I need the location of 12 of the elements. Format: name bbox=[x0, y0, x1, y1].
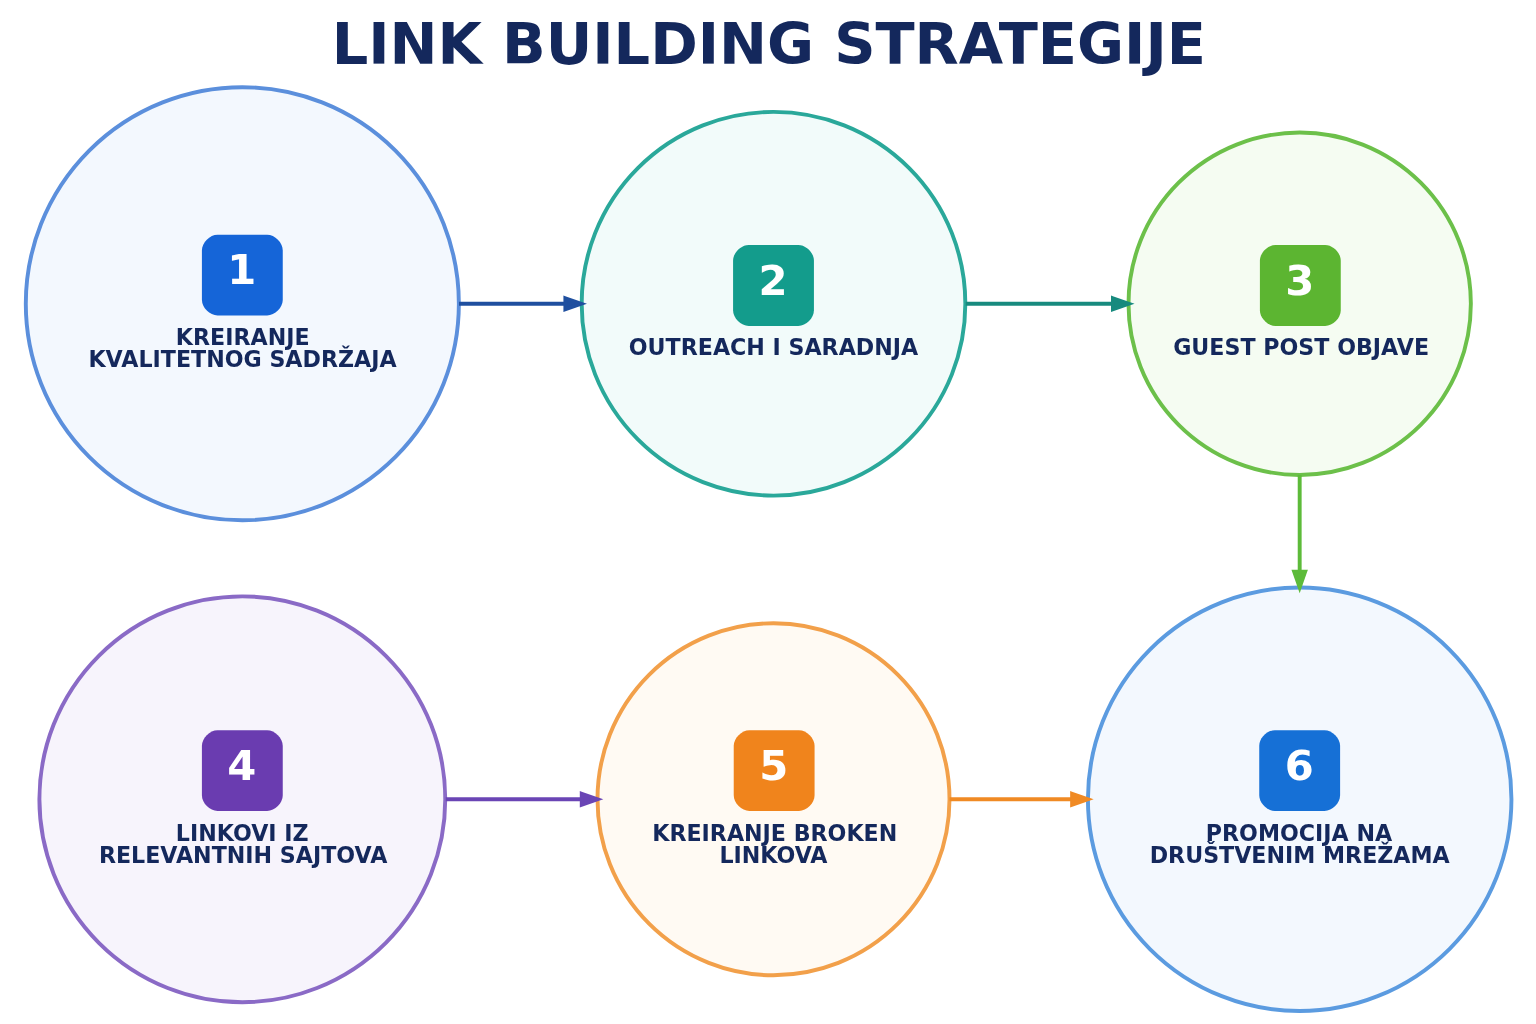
arrow bbox=[965, 295, 1135, 312]
node-circle: 5 KREIRANJE BROKEN LINKOVA bbox=[595, 620, 951, 977]
diagram-title: LINK BUILDING STRATEGIJE bbox=[331, 10, 1206, 78]
arrow bbox=[445, 790, 603, 807]
arrow bbox=[949, 790, 1094, 807]
node-circle: 4 LINKOVI IZ RELEVANTNIH SAJTOVA bbox=[36, 593, 447, 1004]
node-circle: 2 OUTREACH I SARADNJA bbox=[579, 109, 967, 498]
node-circle: 6 PROMOCIJA NA DRUŠTVENIM MREŽAMA bbox=[1085, 585, 1513, 1013]
node-circle: 1 KREIRANJE KVALITETNOG SADRŽAJA bbox=[23, 84, 461, 522]
arrow bbox=[458, 295, 587, 312]
node-circle: 3 GUEST POST OBJAVE bbox=[1126, 130, 1473, 477]
arrow bbox=[1290, 474, 1308, 593]
